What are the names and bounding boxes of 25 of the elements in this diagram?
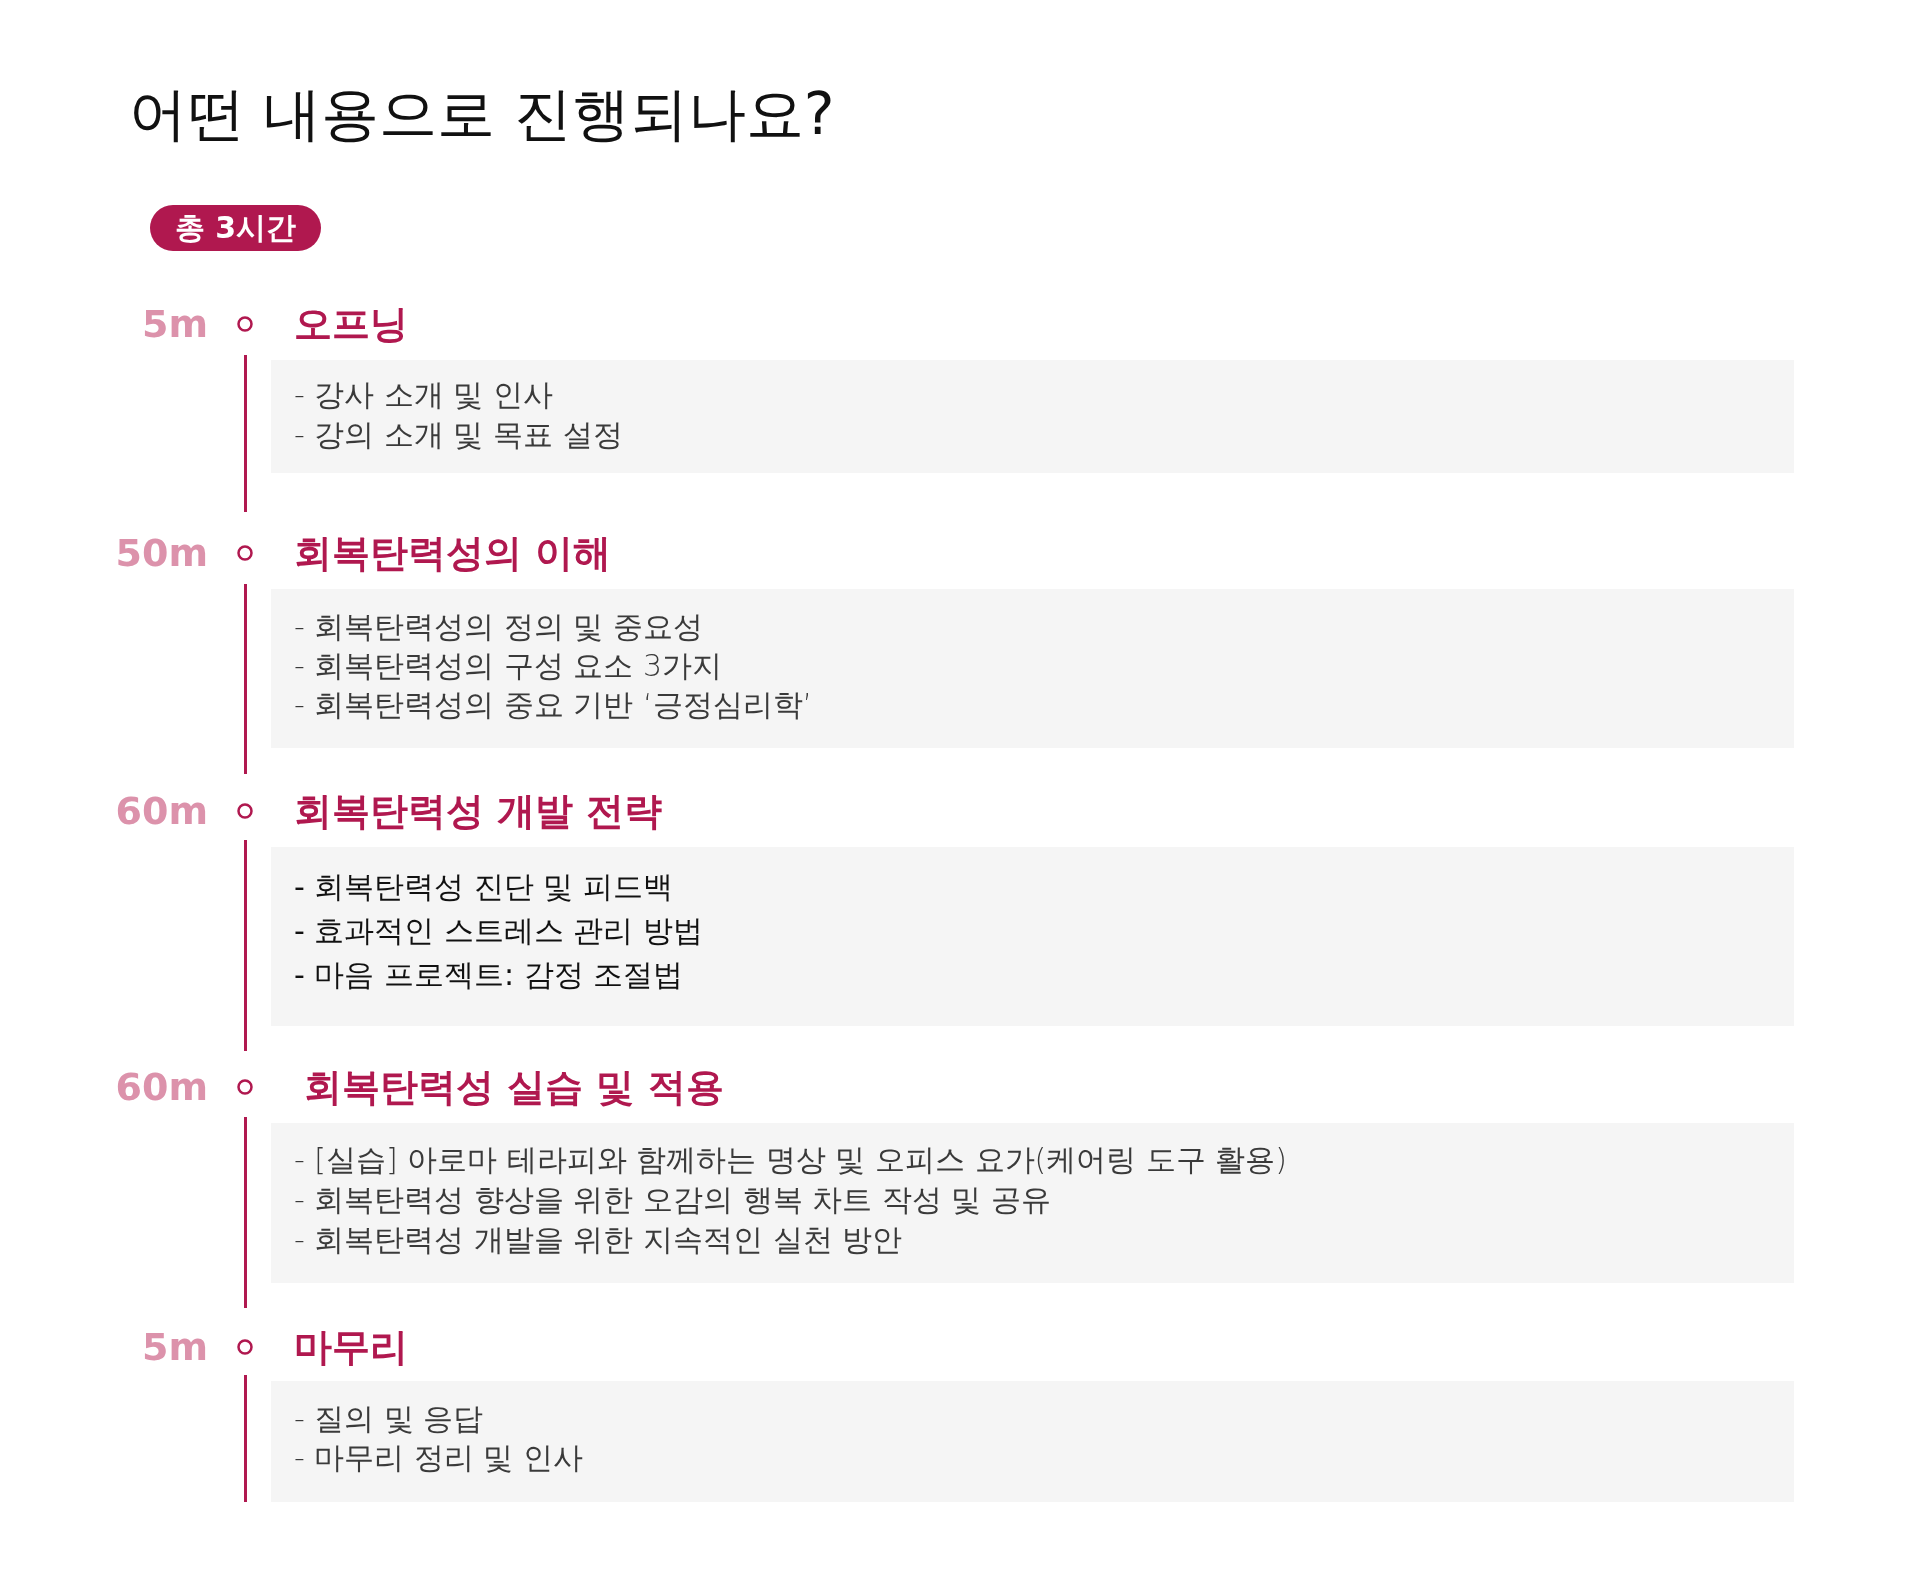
section-heading: 회복탄력성의 이해 <box>294 530 612 577</box>
duration-label: 5m <box>141 1324 208 1371</box>
list-item: - 회복탄력성의 정의 및 중요성 <box>294 607 703 646</box>
duration-label: 5m <box>141 301 208 348</box>
list-item: - 회복탄력성의 중요 기반 ‘긍정심리학’ <box>294 685 813 724</box>
list-item: - 회복탄력성의 구성 요소 3가지 <box>294 646 723 685</box>
section-heading: 회복탄력성 개발 전략 <box>294 788 663 835</box>
section-heading: 회복탄력성 실습 및 적용 <box>304 1064 724 1111</box>
list-item: - 질의 및 응답 <box>294 1399 484 1438</box>
list-item: - 마무리 정리 및 인사 <box>294 1438 583 1477</box>
section-heading: 오프닝 <box>294 301 408 348</box>
duration-label: 60m <box>115 1064 208 1111</box>
section-heading: 마무리 <box>294 1324 408 1371</box>
list-item: - 마음 프로젝트: 감정 조절법 <box>294 956 684 994</box>
total-time-badge: 총 3시간 <box>150 205 321 251</box>
list-item: - 강의 소개 및 목표 설정 <box>294 416 623 454</box>
title: 어떤 내용으로 진행되나요? <box>129 79 835 149</box>
list-item: - [실습] 아로마 테라피와 함께하는 명상 및 오피스 요가(케어링 도구 활용) <box>294 1141 1287 1179</box>
list-item: - 강사 소개 및 인사 <box>294 376 553 414</box>
duration-label: 60m <box>115 788 208 835</box>
list-item: - 효과적인 스트레스 관리 방법 <box>294 912 703 950</box>
list-item: - 회복탄력성 개발을 위한 지속적인 실천 방안 <box>294 1221 903 1259</box>
list-item: - 회복탄력성 진단 및 피드백 <box>294 868 673 906</box>
duration-label: 50m <box>115 530 208 577</box>
list-item: - 회복탄력성 향상을 위한 오감의 행복 차트 작성 및 공유 <box>294 1181 1051 1219</box>
